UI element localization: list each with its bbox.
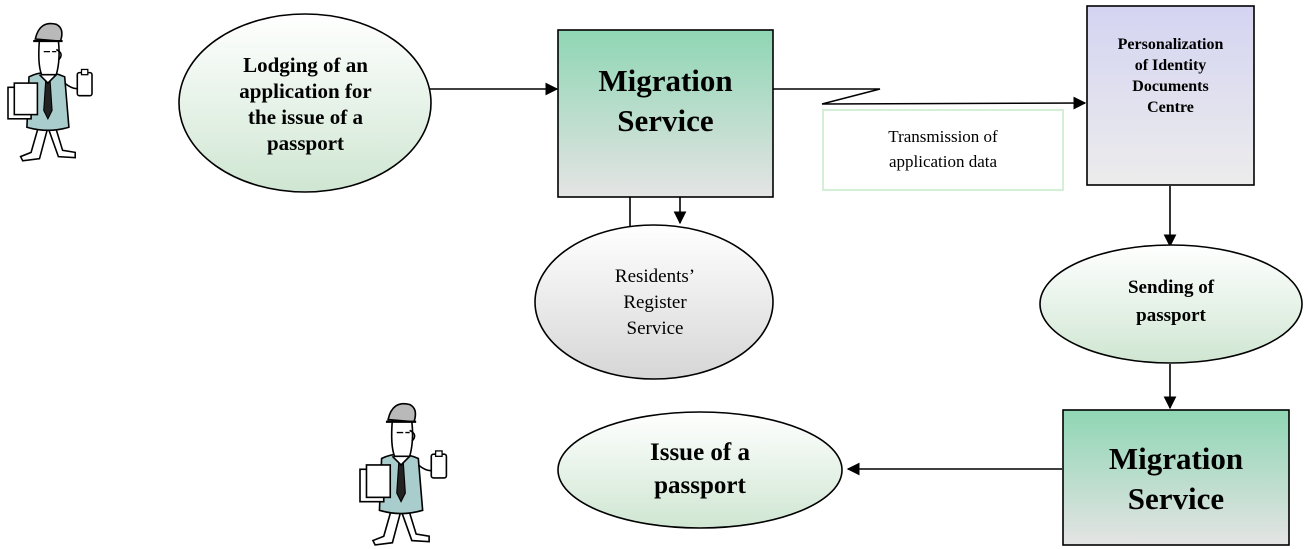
residents-line3: Service xyxy=(626,318,684,339)
sending-label: Sending of passport xyxy=(1060,268,1282,336)
personalization-line2: of Identity xyxy=(1134,56,1207,74)
arrow-migration-to-personalization xyxy=(773,88,1087,110)
personalization-line3: Documents xyxy=(1132,77,1209,95)
transmission-box xyxy=(822,109,1064,191)
personalization-line1: Personalization xyxy=(1117,35,1224,53)
issue-label: Issue of a passport xyxy=(590,432,810,506)
issue-line1: Issue of a xyxy=(649,439,750,466)
migration-service-label-bottom: Migration Service xyxy=(1063,434,1289,524)
issue-ellipse xyxy=(557,411,843,529)
lodging-text: Lodging of an application for the issue … xyxy=(239,53,372,155)
transmission-line1: Transmission of xyxy=(888,127,998,146)
transmission-line2: application data xyxy=(888,152,998,171)
lodging-label: Lodging of an application for the issue … xyxy=(238,14,373,194)
sending-ellipse xyxy=(1039,244,1303,364)
personalization-label: Personalization of Identity Documents Ce… xyxy=(1087,18,1254,133)
migration-top-line2: Service xyxy=(617,103,714,138)
personalization-box xyxy=(1086,5,1255,186)
residents-line1: Residents’ xyxy=(614,266,696,287)
migration-service-label-top: Migration Service xyxy=(558,56,773,146)
sending-line1: Sending of xyxy=(1127,277,1215,298)
issue-line2: passport xyxy=(654,472,746,499)
person-with-clipboard-icon xyxy=(358,402,448,546)
transmission-label: Transmission of application data xyxy=(823,116,1063,182)
migration-bottom-line2: Service xyxy=(1127,481,1225,516)
residents-register-label: Residents’ Register Service xyxy=(560,252,750,354)
lodging-ellipse xyxy=(178,13,432,193)
migration-bottom-line1: Migration xyxy=(1108,441,1244,476)
personalization-line4: Centre xyxy=(1147,98,1194,116)
residents-line2: Register xyxy=(623,292,687,313)
residents-register-ellipse xyxy=(534,224,774,380)
migration-service-box-top xyxy=(557,29,774,198)
migration-service-box-bottom xyxy=(1062,409,1290,546)
person-with-clipboard-icon xyxy=(6,22,94,162)
migration-top-line1: Migration xyxy=(598,63,733,98)
sending-line2: passport xyxy=(1136,305,1206,326)
